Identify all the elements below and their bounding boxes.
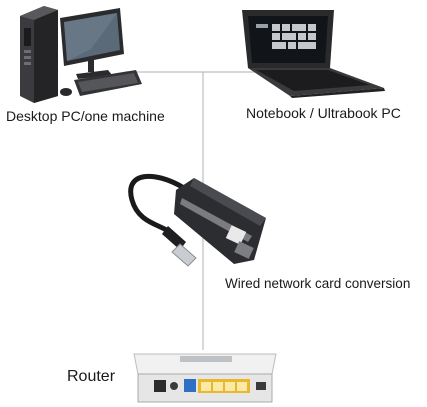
- usb-ethernet-adapter-icon: [128, 173, 266, 267]
- desktop-computer-icon: [20, 6, 142, 103]
- adapter-label: Wired network card conversion: [225, 276, 411, 291]
- laptop-icon: [242, 10, 385, 98]
- router-label: Router: [67, 368, 116, 385]
- notebook-label: Notebook / Ultrabook PC: [246, 105, 401, 121]
- router-icon: [133, 353, 277, 403]
- desktop-label: Desktop PC/one machine: [6, 108, 165, 124]
